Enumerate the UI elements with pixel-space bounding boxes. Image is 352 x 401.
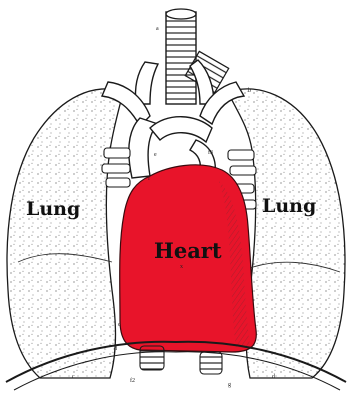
svg-text:f3: f3 <box>208 149 213 156</box>
svg-text:f2: f2 <box>130 377 135 384</box>
left-lung <box>7 89 123 378</box>
svg-text:c: c <box>118 322 121 328</box>
label-heart: Heart <box>154 238 222 263</box>
label-lung-left: Lung <box>26 198 80 220</box>
svg-text:e: e <box>154 152 157 158</box>
svg-text:f: f <box>148 175 150 182</box>
label-lung-right: Lung <box>262 195 316 217</box>
svg-text:c: c <box>72 374 75 380</box>
svg-text:d: d <box>114 346 117 352</box>
svg-text:x: x <box>180 264 183 270</box>
svg-text:a: a <box>156 26 159 32</box>
svg-text:b: b <box>248 88 251 94</box>
left-hilum-vessels <box>102 148 130 187</box>
svg-text:g: g <box>228 382 231 388</box>
svg-text:d: d <box>272 374 275 380</box>
